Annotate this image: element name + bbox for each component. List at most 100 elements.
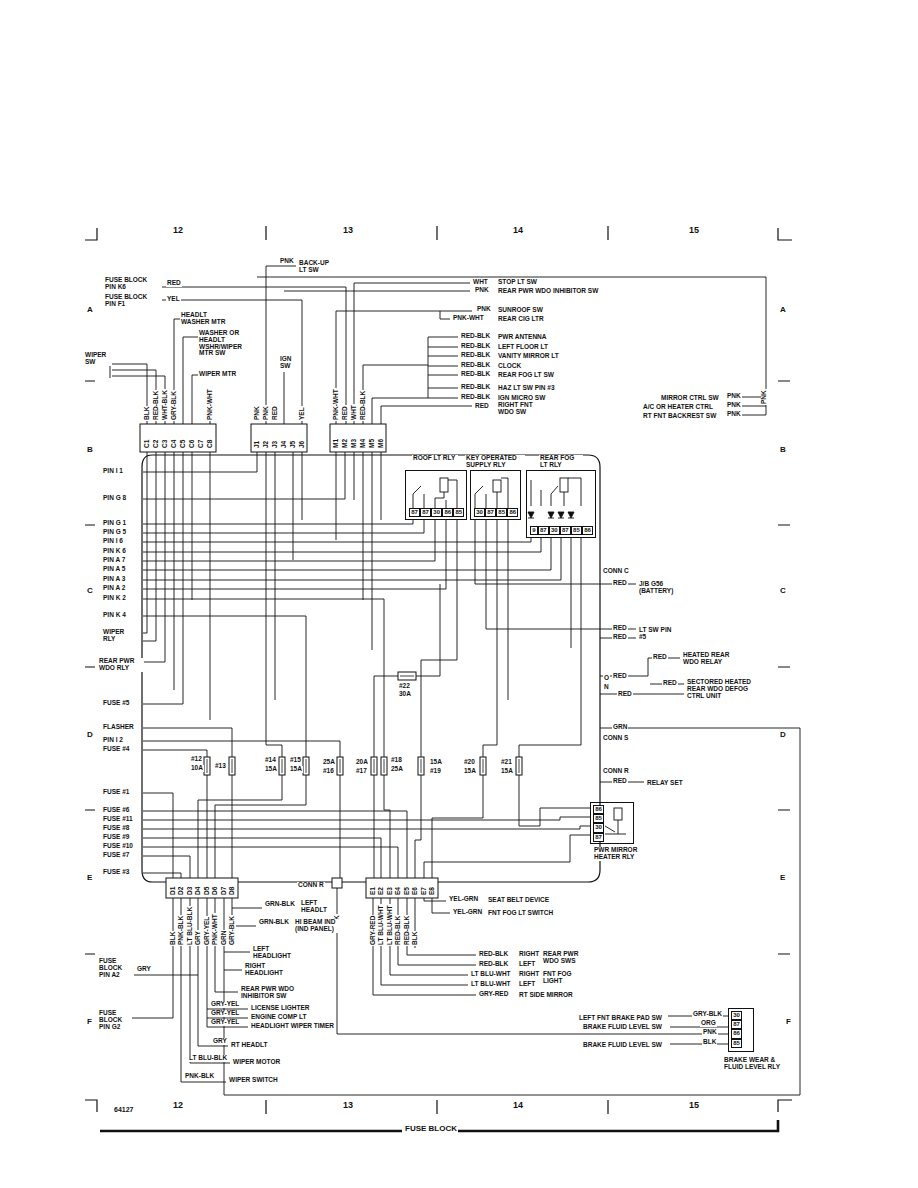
wire-label: RED-BLK bbox=[460, 343, 491, 350]
wire-label: PNK bbox=[726, 402, 742, 409]
wire-label: FUSE #10 bbox=[102, 843, 134, 850]
wire-label: O bbox=[603, 675, 610, 682]
wire-label: 12 bbox=[172, 1101, 184, 1110]
wire-label: D3 bbox=[187, 886, 194, 896]
wire-label: FUSE #11 bbox=[102, 816, 134, 823]
wire-label: FUSE #6 bbox=[102, 807, 130, 814]
frame-marks bbox=[85, 226, 792, 1114]
wire-label: LT BLU-BLK bbox=[187, 906, 194, 946]
wire-label: WASHER OR HEADLT WSHR/WIPER MTR SW bbox=[198, 330, 250, 357]
wire-label: J/B G56 (BATTERY) bbox=[638, 581, 686, 595]
wire-label: A/C OR HEATER CTRL bbox=[642, 404, 714, 411]
wire-label: D6 bbox=[212, 886, 219, 896]
wire-label: C2 bbox=[153, 439, 160, 449]
wire-label: PIN A 2 bbox=[102, 585, 126, 592]
wire-label: RED bbox=[617, 691, 633, 698]
wire-label: PNK bbox=[726, 411, 742, 418]
wire-label: FUSE #3 bbox=[102, 869, 130, 876]
pin-number: 85 bbox=[571, 526, 582, 535]
wire-label: #12 bbox=[190, 756, 203, 763]
wire-label: PIN G 5 bbox=[102, 529, 127, 536]
wire-label: J3 bbox=[272, 440, 279, 449]
relay-internals bbox=[413, 478, 626, 834]
wire-label: MIRROR CTRL SW bbox=[660, 395, 720, 402]
wire-label: GRN bbox=[221, 930, 228, 946]
wire-label: C4 bbox=[171, 439, 178, 449]
wire-label: 14 bbox=[512, 226, 524, 235]
wire-label: 12 bbox=[172, 226, 184, 235]
wire-label: FUSE #9 bbox=[102, 834, 130, 841]
wire-label: M4 bbox=[360, 438, 367, 449]
wire-label: M6 bbox=[378, 438, 385, 449]
wire-label: PNK bbox=[263, 405, 270, 421]
wire-label: FUSE BLOCK PIN A2 bbox=[98, 958, 132, 978]
wire-label: GRN-BLK bbox=[258, 919, 290, 926]
wire-label: 14 bbox=[512, 1101, 524, 1110]
wire-label: 15A bbox=[289, 766, 303, 773]
wire-label: REAR FOG LT SW bbox=[497, 372, 555, 379]
pin-strip: 98730878586 bbox=[530, 526, 593, 535]
pin-number: 87 bbox=[593, 833, 604, 842]
wire-label: PNK bbox=[702, 1029, 718, 1036]
pin-strip: 30878685 bbox=[731, 1011, 742, 1048]
wire-label: E bbox=[86, 874, 93, 882]
wire-label: BRAKE FLUID LEVEL SW bbox=[582, 1042, 663, 1049]
pin-strip: 30878586 bbox=[474, 508, 518, 517]
pin-number: 86 bbox=[442, 508, 453, 517]
relay-heading: PWR MIRROR HEATER RLY bbox=[593, 847, 647, 861]
relay-heading: KEY OPERATED SUPPLY RLY bbox=[465, 455, 525, 469]
wire-label: #19 bbox=[429, 768, 442, 775]
wire-label: E4 bbox=[395, 886, 402, 896]
wire-label: 30A bbox=[398, 691, 412, 698]
wire-label: RED bbox=[342, 405, 349, 421]
wire-label: FLASHER bbox=[102, 724, 135, 731]
wire-label: YEL-GRN bbox=[452, 909, 483, 916]
wire-label: LEFT HEADLT bbox=[300, 900, 332, 914]
wire-label: D2 bbox=[178, 886, 185, 896]
pin-number: 87 bbox=[560, 526, 571, 535]
wire-label: 15A bbox=[500, 768, 514, 775]
relay-box: ROOF LT RLY8787308685 bbox=[405, 470, 467, 520]
wire-label: RED-BLK bbox=[478, 961, 509, 968]
wire-label: PNK bbox=[474, 287, 490, 294]
wire-label: 13 bbox=[342, 1101, 354, 1110]
wire-label: B bbox=[779, 446, 787, 454]
wire-label: FUSE #4 bbox=[102, 746, 130, 753]
wire-label: RED bbox=[612, 634, 628, 641]
wire-label: D4 bbox=[195, 886, 202, 896]
wire-label: PIN K 6 bbox=[102, 548, 127, 555]
wire-label: GRY-YEL bbox=[210, 1019, 240, 1026]
wire-label: 15 bbox=[688, 1101, 700, 1110]
wire-label: RED bbox=[612, 673, 628, 680]
wire-label: PNK-WHT bbox=[212, 913, 219, 946]
pin-number: 86 bbox=[582, 526, 593, 535]
wire-label: A bbox=[86, 306, 94, 314]
pin-strip: 8787308685 bbox=[409, 508, 464, 517]
wire-label: PIN A 7 bbox=[102, 557, 126, 564]
wire-label: RED-BLK bbox=[460, 352, 491, 359]
wire-label: A bbox=[779, 306, 787, 314]
wire-label: GRY-RED bbox=[370, 915, 377, 946]
pin-number: 86 bbox=[731, 1029, 742, 1038]
pin-number: 30 bbox=[431, 508, 442, 517]
wire-label: M3 bbox=[351, 438, 358, 449]
wire-label: RED bbox=[612, 625, 628, 632]
wire-label: HEATED REAR WDO RELAY bbox=[682, 652, 736, 666]
wire-label: PIN K 2 bbox=[102, 595, 127, 602]
wire-label: E1 bbox=[370, 886, 377, 896]
wire-label: GRY-YEL bbox=[204, 916, 211, 946]
pin-number: 30 bbox=[549, 526, 560, 535]
pin-number: 85 bbox=[453, 508, 464, 517]
wire-label: REAR PWR WDO INHIBITOR SW bbox=[497, 288, 599, 295]
wire-label: RED-BLK bbox=[478, 951, 509, 958]
wire-label: 13 bbox=[342, 226, 354, 235]
wire-label: FUSE #1 bbox=[102, 789, 130, 796]
wire-label: C bbox=[86, 587, 94, 595]
wire-label: RED bbox=[272, 405, 279, 421]
wire-label: PNK-BLK bbox=[178, 915, 185, 946]
wire-label: LT BLU-WHT bbox=[387, 904, 394, 946]
wire-label: C7 bbox=[198, 439, 205, 449]
pin-number: 9 bbox=[530, 526, 538, 535]
wire-label: GRY bbox=[195, 930, 202, 946]
wire-label: FUSE BLOCK PIN K6 bbox=[104, 277, 158, 291]
